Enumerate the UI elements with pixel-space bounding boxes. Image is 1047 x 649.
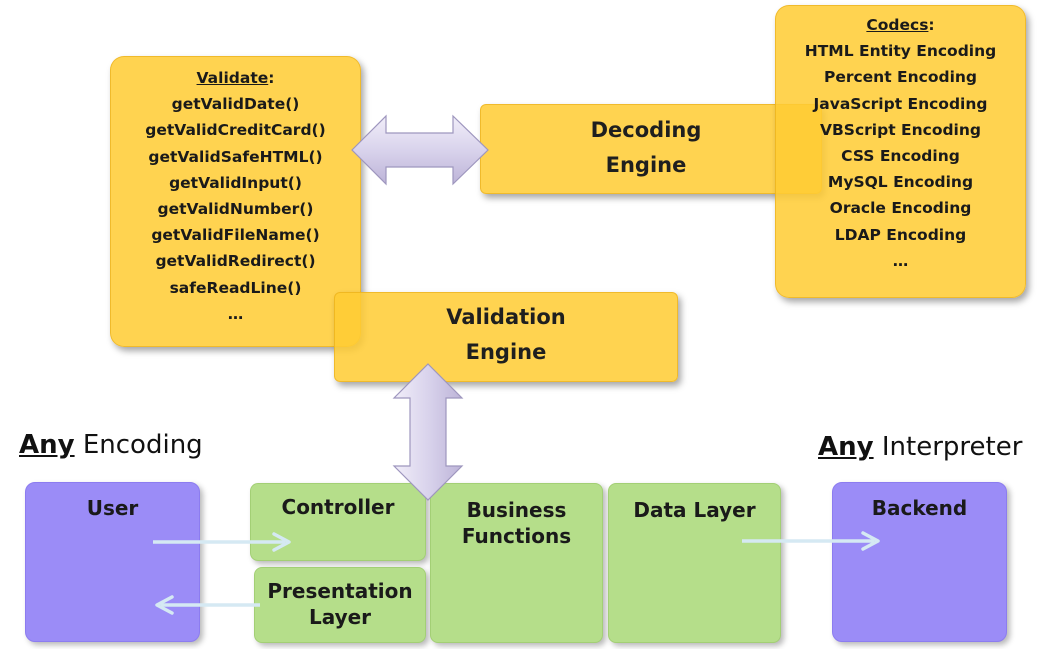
decoding-engine-box: Decoding Engine	[480, 104, 822, 194]
business-functions-label: Business Functions	[461, 498, 572, 548]
datalayer-to-backend-arrow-icon	[742, 531, 880, 551]
validate-list: Validate: getValidDate() getValidCreditC…	[111, 65, 360, 327]
validate-item: getValidRedirect()	[155, 252, 316, 271]
codecs-item: MySQL Encoding	[827, 173, 974, 192]
backend-box: Backend	[832, 482, 1007, 642]
presentation-layer-box: Presentation Layer	[254, 567, 426, 643]
validate-item: getValidFileName()	[151, 226, 320, 245]
codecs-title: Codecs:	[866, 16, 935, 34]
controller-label: Controller	[281, 495, 395, 519]
validation-engine-box: Validation Engine	[334, 292, 678, 382]
validate-box: Validate: getValidDate() getValidCreditC…	[110, 56, 361, 347]
double-arrow-vertical-icon	[392, 363, 464, 501]
user-label: User	[86, 496, 139, 520]
codecs-item: HTML Entity Encoding	[804, 42, 997, 61]
codecs-list: Codecs: HTML Entity Encoding Percent Enc…	[776, 12, 1025, 274]
user-box: User	[25, 482, 200, 642]
validate-item: getValidSafeHTML()	[148, 147, 323, 166]
codecs-item: LDAP Encoding	[834, 225, 967, 244]
backend-label: Backend	[871, 496, 968, 520]
codecs-item: Oracle Encoding	[829, 199, 972, 218]
presentation-to-user-arrow-icon	[155, 595, 260, 615]
validate-item: getValidInput()	[169, 173, 302, 192]
codecs-item: VBScript Encoding	[819, 120, 982, 139]
data-layer-label: Data Layer	[633, 498, 756, 522]
codecs-box: Codecs: HTML Entity Encoding Percent Enc…	[775, 5, 1026, 298]
validate-item: safeReadLine()	[169, 278, 302, 297]
any-interpreter-heading: Any Interpreter	[818, 432, 1023, 462]
validate-item: getValidDate()	[171, 95, 300, 114]
validate-item: getValidCreditCard()	[145, 121, 326, 140]
codecs-item: JavaScript Encoding	[813, 94, 988, 113]
codecs-item: Percent Encoding	[823, 68, 978, 87]
codecs-item: …	[892, 251, 909, 270]
user-to-controller-arrow-icon	[153, 532, 291, 552]
codecs-item: CSS Encoding	[841, 147, 960, 166]
presentation-layer-label: Presentation Layer	[267, 579, 413, 629]
validation-engine-label: Validation Engine	[446, 305, 566, 364]
double-arrow-horizontal-icon	[351, 114, 489, 186]
validate-title: Validate:	[196, 69, 275, 87]
decoding-engine-label: Decoding Engine	[590, 118, 702, 177]
business-functions-box: Business Functions	[430, 483, 603, 643]
validate-item: …	[227, 304, 244, 323]
data-layer-box: Data Layer	[608, 483, 781, 643]
validate-item: getValidNumber()	[157, 200, 314, 219]
any-encoding-heading: Any Encoding	[19, 430, 203, 460]
